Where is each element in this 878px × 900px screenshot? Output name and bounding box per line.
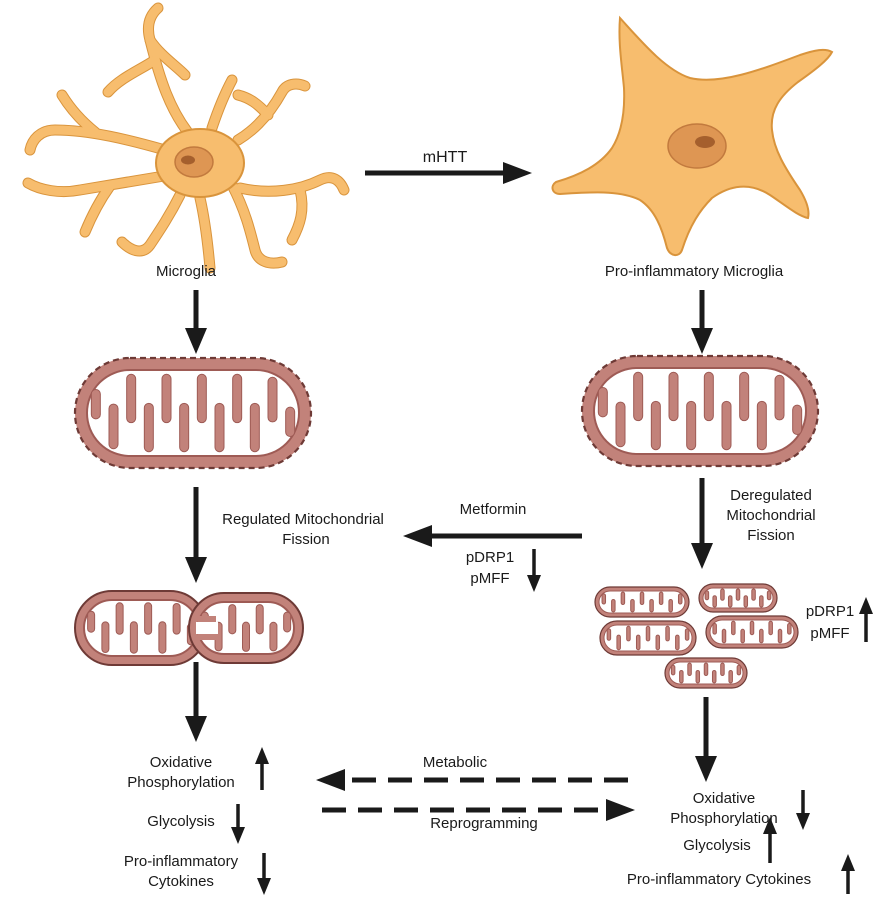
reprogramming-dashed-arrow [322, 799, 635, 821]
right-cytokines-label: Pro-inflammatory Cytokines [627, 871, 811, 888]
right-oxphos-label-line2: Phosphorylation [670, 810, 778, 827]
mitochondrion-icon [580, 354, 820, 468]
down-arrow-icon [257, 853, 271, 895]
down-arrow-icon [527, 549, 541, 592]
mhtt-arrow [365, 162, 532, 184]
deregulated-label-line2: Mitochondrial [726, 507, 815, 524]
up-arrow-icon [841, 854, 855, 894]
pdrp1-label-center: pDRP1 [466, 549, 514, 566]
left-oxphos-label-line2: Phosphorylation [127, 774, 235, 791]
regulated-fission-label-line2: Fission [282, 531, 330, 548]
mito-to-oxphos-arrow-left [185, 662, 207, 742]
left-cytokines-label-line1: Pro-inflammatory [124, 853, 239, 870]
metformin-label: Metformin [460, 501, 527, 518]
right-oxphos-label-line1: Oxidative [693, 790, 756, 807]
pdrp1-label-right: pDRP1 [806, 603, 854, 620]
mitochondrion-icon [74, 590, 304, 666]
left-glycolysis-label: Glycolysis [147, 813, 215, 830]
down-arrow-icon [796, 790, 810, 830]
pro-microglia-to-mito-arrow [691, 290, 713, 354]
reprogramming-label: Reprogramming [430, 815, 538, 832]
pmff-label-center: pMFF [470, 570, 509, 587]
mhtt-label: mHTT [423, 149, 468, 166]
metabolic-dashed-arrow [316, 769, 628, 791]
left-cytokines-label-line2: Cytokines [148, 873, 214, 890]
metformin-arrow [403, 525, 582, 547]
pro-microglia-label: Pro-inflammatory Microglia [605, 263, 784, 280]
mitochondrion-icon [594, 583, 799, 689]
mito-to-oxphos-arrow-right [695, 697, 717, 782]
regulated-fission-arrow [185, 487, 207, 583]
left-oxphos-label-line1: Oxidative [150, 754, 213, 771]
deregulated-label-line1: Deregulated [730, 487, 812, 504]
deregulated-fission-arrow [691, 478, 713, 569]
up-arrow-icon [763, 817, 777, 863]
regulated-fission-label-line1: Regulated Mitochondrial [222, 511, 384, 528]
up-arrow-icon [859, 597, 873, 642]
microglia-to-mito-arrow [185, 290, 207, 354]
pmff-label-right: pMFF [810, 625, 849, 642]
metabolic-label: Metabolic [423, 754, 488, 771]
right-glycolysis-label: Glycolysis [683, 837, 751, 854]
mitochondrion-icon [73, 356, 313, 470]
deregulated-label-line3: Fission [747, 527, 795, 544]
microglia-cell-icon [22, 2, 350, 274]
up-arrow-icon [255, 747, 269, 790]
microglia-label: Microglia [156, 263, 217, 280]
microglia-cell-icon [551, 15, 834, 256]
down-arrow-icon [231, 804, 245, 844]
